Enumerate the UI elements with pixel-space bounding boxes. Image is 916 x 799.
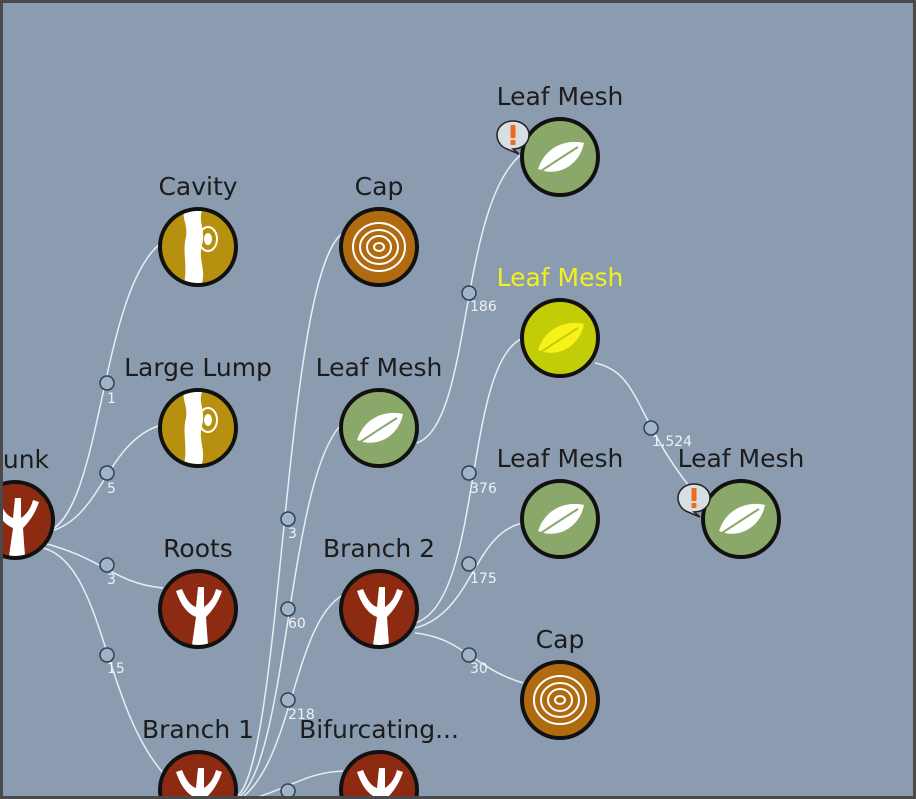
node-leaf-mesh[interactable]: Leaf Mesh bbox=[497, 444, 623, 559]
node-label: Leaf Mesh bbox=[496, 444, 624, 473]
warning-icon[interactable] bbox=[676, 482, 712, 518]
large-lump-icon[interactable] bbox=[158, 388, 238, 468]
edge-weight: 186 bbox=[470, 299, 497, 315]
edge-branch2-leafmesh-selected bbox=[414, 337, 524, 624]
node-leaf-mesh[interactable]: Leaf Mesh bbox=[316, 353, 442, 468]
edge-weight: 376 bbox=[470, 481, 497, 497]
node-label: Leaf Mesh bbox=[677, 444, 805, 473]
graph-edges bbox=[42, 152, 704, 796]
edge-weight: 30 bbox=[470, 661, 488, 677]
edge-handle bbox=[461, 465, 477, 481]
edge-leafmesh-leafmesh-top bbox=[416, 152, 524, 444]
node-label: Branch 2 bbox=[322, 534, 436, 563]
edge-trunk-branch1 bbox=[42, 547, 164, 774]
node-branch2[interactable]: Branch 2 bbox=[323, 534, 435, 649]
edge-handle bbox=[99, 647, 115, 663]
node-leaf-mesh-far[interactable]: Leaf Mesh bbox=[678, 444, 804, 559]
edge-branch2-leafmesh3 bbox=[414, 522, 524, 629]
edge-trunk-cavity bbox=[42, 242, 162, 534]
leaf-icon[interactable] bbox=[520, 117, 600, 197]
node-label: Trunk bbox=[2, 445, 50, 474]
edge-handle bbox=[280, 511, 296, 527]
edge-handle bbox=[461, 556, 477, 572]
node-large-lump[interactable]: Large Lump bbox=[124, 353, 272, 468]
node-label: Roots bbox=[163, 534, 233, 563]
roots-icon[interactable] bbox=[158, 569, 238, 649]
leaf-icon[interactable] bbox=[701, 479, 781, 559]
branch-icon[interactable] bbox=[339, 569, 419, 649]
edge-weight: 3 bbox=[288, 526, 297, 542]
trunk-icon[interactable] bbox=[3, 480, 55, 560]
branch-icon[interactable] bbox=[339, 750, 419, 796]
cavity-icon[interactable] bbox=[158, 207, 238, 287]
edge-selected-leafmesh-far bbox=[594, 362, 704, 504]
cap-rings-icon[interactable] bbox=[520, 660, 600, 740]
edge-weight: 60 bbox=[288, 616, 306, 632]
leaf-icon[interactable] bbox=[339, 388, 419, 468]
node-bifurcating[interactable]: Bifurcating... bbox=[299, 715, 459, 796]
edge-weight: 3 bbox=[107, 572, 116, 588]
node-leaf-mesh-top[interactable]: Leaf Mesh bbox=[497, 82, 623, 197]
edge-weight: 5 bbox=[107, 481, 116, 497]
branch-icon[interactable] bbox=[158, 750, 238, 796]
node-roots[interactable]: Roots bbox=[158, 534, 238, 649]
edge-handle bbox=[280, 601, 296, 617]
node-trunk[interactable]: Trunk bbox=[3, 445, 55, 560]
edge-weight: 1,524 bbox=[652, 434, 693, 450]
edge-handle bbox=[99, 557, 115, 573]
node-label: Bifurcating... bbox=[299, 715, 459, 744]
cap-rings-icon[interactable] bbox=[339, 207, 419, 287]
node-label: Large Lump bbox=[124, 353, 272, 382]
edge-weight: 175 bbox=[470, 571, 497, 587]
node-leaf-mesh-selected[interactable]: Leaf Mesh bbox=[497, 263, 623, 378]
node-cavity[interactable]: Cavity bbox=[158, 172, 238, 287]
edge-handle bbox=[643, 420, 659, 436]
edge-branch1-bifurcating bbox=[258, 770, 344, 796]
edge-weight: 1 bbox=[107, 391, 116, 407]
leaf-icon[interactable] bbox=[520, 298, 600, 378]
edge-handle bbox=[461, 285, 477, 301]
edge-handle bbox=[99, 375, 115, 391]
leaf-icon[interactable] bbox=[520, 479, 600, 559]
node-label: Cap bbox=[535, 625, 585, 654]
node-cap[interactable]: Cap bbox=[339, 172, 419, 287]
edge-handle bbox=[280, 692, 296, 708]
edge-weight: 15 bbox=[107, 661, 125, 677]
node-label: Leaf Mesh bbox=[496, 263, 624, 292]
warning-icon[interactable] bbox=[495, 119, 531, 155]
edge-handle bbox=[280, 783, 296, 796]
edge-weight: 218 bbox=[288, 707, 315, 723]
node-label: Cavity bbox=[158, 172, 238, 201]
node-label: Leaf Mesh bbox=[496, 82, 624, 111]
node-label: Leaf Mesh bbox=[315, 353, 443, 382]
edge-handle bbox=[461, 647, 477, 663]
edge-trunk-large-lump bbox=[42, 424, 162, 534]
node-cap[interactable]: Cap bbox=[520, 625, 600, 740]
node-label: Cap bbox=[354, 172, 404, 201]
edge-handle bbox=[99, 465, 115, 481]
node-branch1[interactable]: Branch 1 bbox=[142, 715, 254, 796]
node-label: Branch 1 bbox=[141, 715, 255, 744]
